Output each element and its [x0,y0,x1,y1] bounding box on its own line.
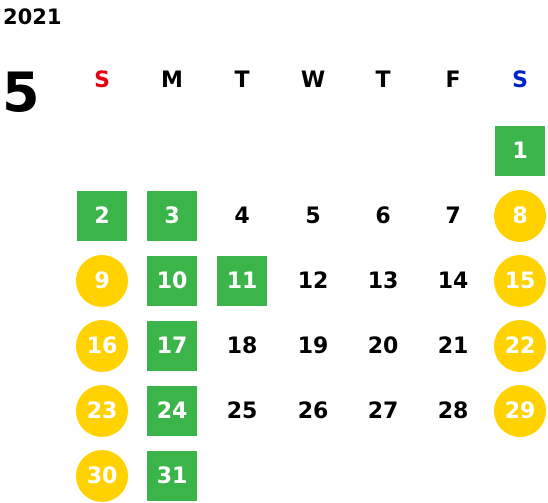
day-cell-22[interactable]: 22 [490,320,548,372]
day-cell-25[interactable]: 25 [212,386,272,436]
day-number-31: 31 [147,451,197,501]
day-number-6: 6 [375,203,391,229]
day-cell-18[interactable]: 18 [212,321,272,371]
day-cell-19[interactable]: 19 [283,321,343,371]
day-cell-9[interactable]: 9 [72,255,132,307]
day-cell-4[interactable]: 4 [212,191,272,241]
day-cell-5[interactable]: 5 [283,191,343,241]
weekday-tuesday: T [234,68,250,93]
weekday-saturday: S [512,68,528,93]
day-number-11: 11 [217,256,267,306]
day-number-26: 26 [297,398,329,424]
day-number-10: 10 [147,256,197,306]
day-cell-30[interactable]: 30 [72,450,132,502]
day-number-12: 12 [297,268,329,294]
day-number-27: 27 [367,398,399,424]
day-cell-8[interactable]: 8 [490,190,548,242]
day-number-23: 23 [76,385,128,437]
day-cell-6[interactable]: 6 [353,191,413,241]
day-number-2: 2 [77,191,127,241]
weekday-friday: F [445,68,461,93]
year-label: 2021 [3,5,62,29]
day-cell-27[interactable]: 27 [353,386,413,436]
day-number-14: 14 [437,268,469,294]
day-number-20: 20 [367,333,399,359]
weekday-thursday: T [375,68,391,93]
day-cell-15[interactable]: 15 [490,255,548,307]
day-number-22: 22 [494,320,546,372]
day-cell-17[interactable]: 17 [142,321,202,371]
day-number-25: 25 [226,398,258,424]
day-number-3: 3 [147,191,197,241]
day-cell-7[interactable]: 7 [423,191,483,241]
month-number: 5 [2,61,40,124]
day-number-8: 8 [494,190,546,242]
day-cell-3[interactable]: 3 [142,191,202,241]
day-cell-31[interactable]: 31 [142,451,202,501]
day-number-13: 13 [367,268,399,294]
day-cell-13[interactable]: 13 [353,256,413,306]
day-number-18: 18 [226,333,258,359]
day-cell-12[interactable]: 12 [283,256,343,306]
day-cell-23[interactable]: 23 [72,385,132,437]
day-number-9: 9 [76,255,128,307]
day-number-17: 17 [147,321,197,371]
day-cell-29[interactable]: 29 [490,385,548,437]
day-number-19: 19 [297,333,329,359]
weekday-monday: M [161,68,183,93]
day-number-29: 29 [494,385,546,437]
day-cell-26[interactable]: 26 [283,386,343,436]
day-number-1: 1 [495,126,545,176]
day-cell-14[interactable]: 14 [423,256,483,306]
weekday-wednesday: W [300,68,326,93]
day-number-30: 30 [76,450,128,502]
day-number-5: 5 [305,203,321,229]
day-cell-1[interactable]: 1 [490,126,548,176]
day-number-24: 24 [147,386,197,436]
day-cell-21[interactable]: 21 [423,321,483,371]
day-cell-16[interactable]: 16 [72,320,132,372]
day-number-28: 28 [437,398,469,424]
day-cell-20[interactable]: 20 [353,321,413,371]
day-number-21: 21 [437,333,469,359]
day-number-16: 16 [76,320,128,372]
day-number-7: 7 [445,203,461,229]
weekday-sunday: S [94,68,110,93]
day-number-15: 15 [494,255,546,307]
day-cell-11[interactable]: 11 [212,256,272,306]
day-number-4: 4 [234,203,250,229]
day-cell-2[interactable]: 2 [72,191,132,241]
day-cell-24[interactable]: 24 [142,386,202,436]
day-cell-10[interactable]: 10 [142,256,202,306]
day-cell-28[interactable]: 28 [423,386,483,436]
